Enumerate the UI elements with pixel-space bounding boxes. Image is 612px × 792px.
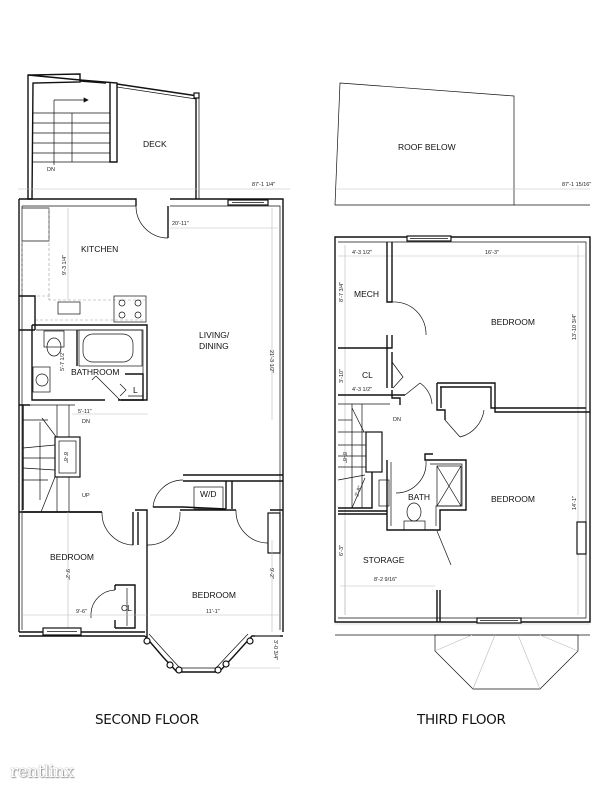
dim-overall-3rd: 87'-1 15/16" [562,182,591,188]
dim-cl-depth: 3'-10" [339,369,345,383]
room-label-closet-3rd: CL [362,370,373,380]
stair-dn-label: DN [47,167,55,173]
room-label-bedroom-3rd-1: BEDROOM [491,317,535,327]
room-label-roof-below: ROOF BELOW [398,142,456,152]
dim-bed2-depth-3rd: 14'-1" [572,496,578,510]
dim-stair-width-3rd: 2'-8" [354,485,363,497]
dim-kitchen-depth: 9'-3 1/4" [62,255,68,275]
dim-living-width: 20'-11" [172,221,189,227]
room-label-mech: MECH [354,289,379,299]
floor-title-second: SECOND FLOOR [95,712,199,728]
dim-bath-depth: 5'-7 1/2" [60,351,66,371]
dim-bed2-depth: 9'-2" [268,568,274,579]
room-label-bedroom-3rd-2: BEDROOM [491,494,535,504]
dim-overall-2nd: 87'-1 1/4" [252,182,275,188]
room-label-bedroom-2: BEDROOM [192,590,236,600]
room-label-wd: W/D [200,489,217,499]
dim-storage-width: 8'-2 9/16" [374,577,397,583]
room-label-dining: DINING [199,341,229,351]
dim-mech-depth: 8'-7 3/4" [339,282,345,302]
watermark-logo: rentlinx [10,762,74,782]
dim-hall-width: 5'-11" [78,409,92,415]
third-floor-plan [334,82,591,690]
stair-up-label: UP [82,493,90,499]
second-floor-plan [18,73,290,674]
dim-mech-width: 4'-3 1/2" [352,250,372,256]
dim-bed1-depth: 9'-2" [64,569,70,580]
room-label-bath-3rd: BATH [408,492,430,502]
dim-bed2-width: 11'-1" [206,609,220,615]
room-label-bathroom: BATHROOM [71,367,119,377]
room-label-living: LIVING/ [199,330,230,340]
room-label-kitchen: KITCHEN [81,244,118,254]
dim-living-depth: 21'-3 1/2" [268,350,274,373]
floor-title-third: THIRD FLOOR [417,712,506,728]
dim-bed1-width: 9'-6" [76,609,87,615]
stair-dn-label-2: DN [82,419,90,425]
dim-stair-width: 8'-8" [62,452,68,463]
room-label-storage: STORAGE [363,555,405,565]
dim-cl-width: 4'-3 1/2" [352,387,372,393]
dim-storage-depth: 6'-3" [339,545,345,556]
dim-stair-depth-3rd: 8'-8" [341,452,347,463]
room-label-deck: DECK [143,139,167,149]
stair-dn-label-3rd: DN [393,417,401,423]
dim-bay-depth: 3'-0 3/4" [272,640,278,660]
room-label-bedroom-1: BEDROOM [50,552,94,562]
room-label-closet: CL [121,603,132,613]
dim-bed1-width-3rd: 16'-3" [485,250,499,256]
dim-bed1-depth-3rd: 13'-10 3/4" [572,314,578,340]
room-label-linen: L [133,385,138,395]
